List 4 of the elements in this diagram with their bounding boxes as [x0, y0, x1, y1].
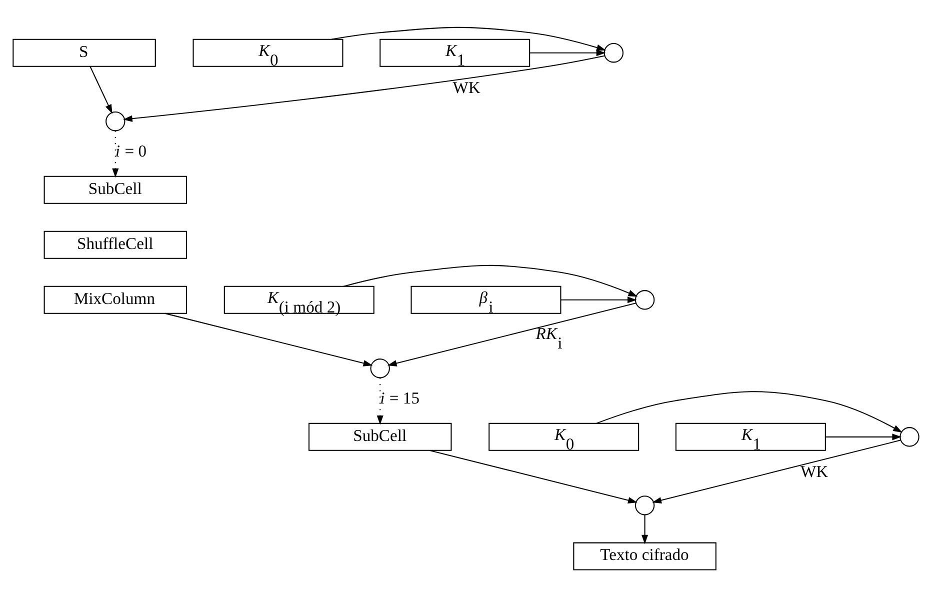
edge-label: WK	[452, 78, 480, 98]
edge-label: i = 15	[380, 388, 420, 408]
edge-label: WK	[800, 462, 828, 482]
edge-label: i = 0	[114, 141, 146, 160]
